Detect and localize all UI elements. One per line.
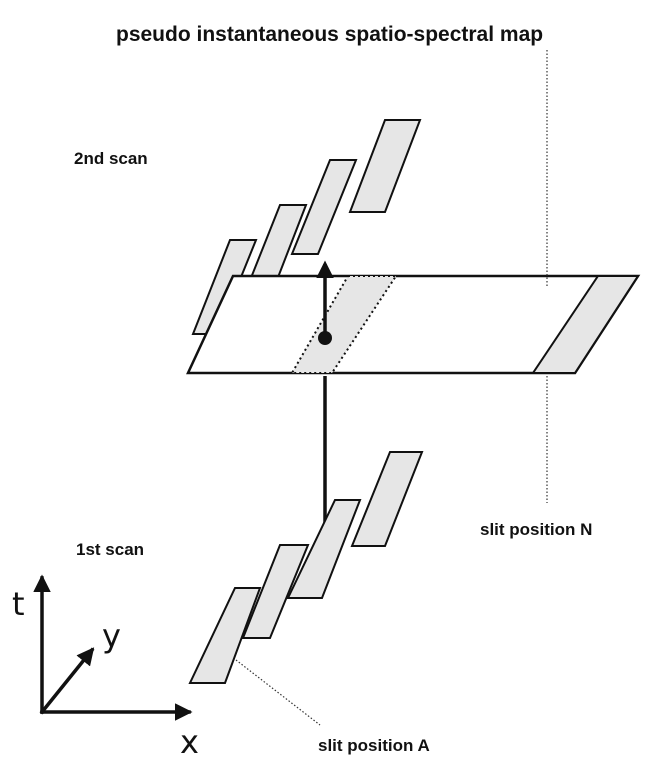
map-title-label: pseudo instantaneous spatio-spectral map xyxy=(116,23,544,46)
map-dotted-slit xyxy=(290,275,398,374)
second-scan-slits xyxy=(191,119,422,335)
leader-slit-a xyxy=(235,659,321,726)
first-scan-slit-3 xyxy=(286,499,362,599)
coordinate-axes xyxy=(33,574,193,721)
first-scan-slit-2 xyxy=(241,544,310,639)
leader-lines xyxy=(235,50,548,726)
t-axis-label: t xyxy=(12,585,25,623)
first-scan-label: 1st scan xyxy=(76,540,145,559)
second-scan-slit-4 xyxy=(348,119,422,213)
y-axis-label: y xyxy=(102,617,121,655)
slit-position-a-label: slit position A xyxy=(318,736,430,755)
spatio-spectral-map xyxy=(186,274,641,375)
map-slit-position-n xyxy=(531,275,640,374)
x-axis-label: x xyxy=(180,723,199,761)
second-scan-slit-3 xyxy=(290,159,358,255)
slit-position-n-label: slit position N xyxy=(480,520,593,539)
map-point-dot xyxy=(318,331,332,345)
first-scan-slit-4 xyxy=(350,451,424,547)
second-scan-label: 2nd scan xyxy=(74,149,148,168)
first-scan-slit-1 xyxy=(188,587,262,684)
y-axis xyxy=(39,647,95,715)
first-scan-slits xyxy=(188,451,424,684)
